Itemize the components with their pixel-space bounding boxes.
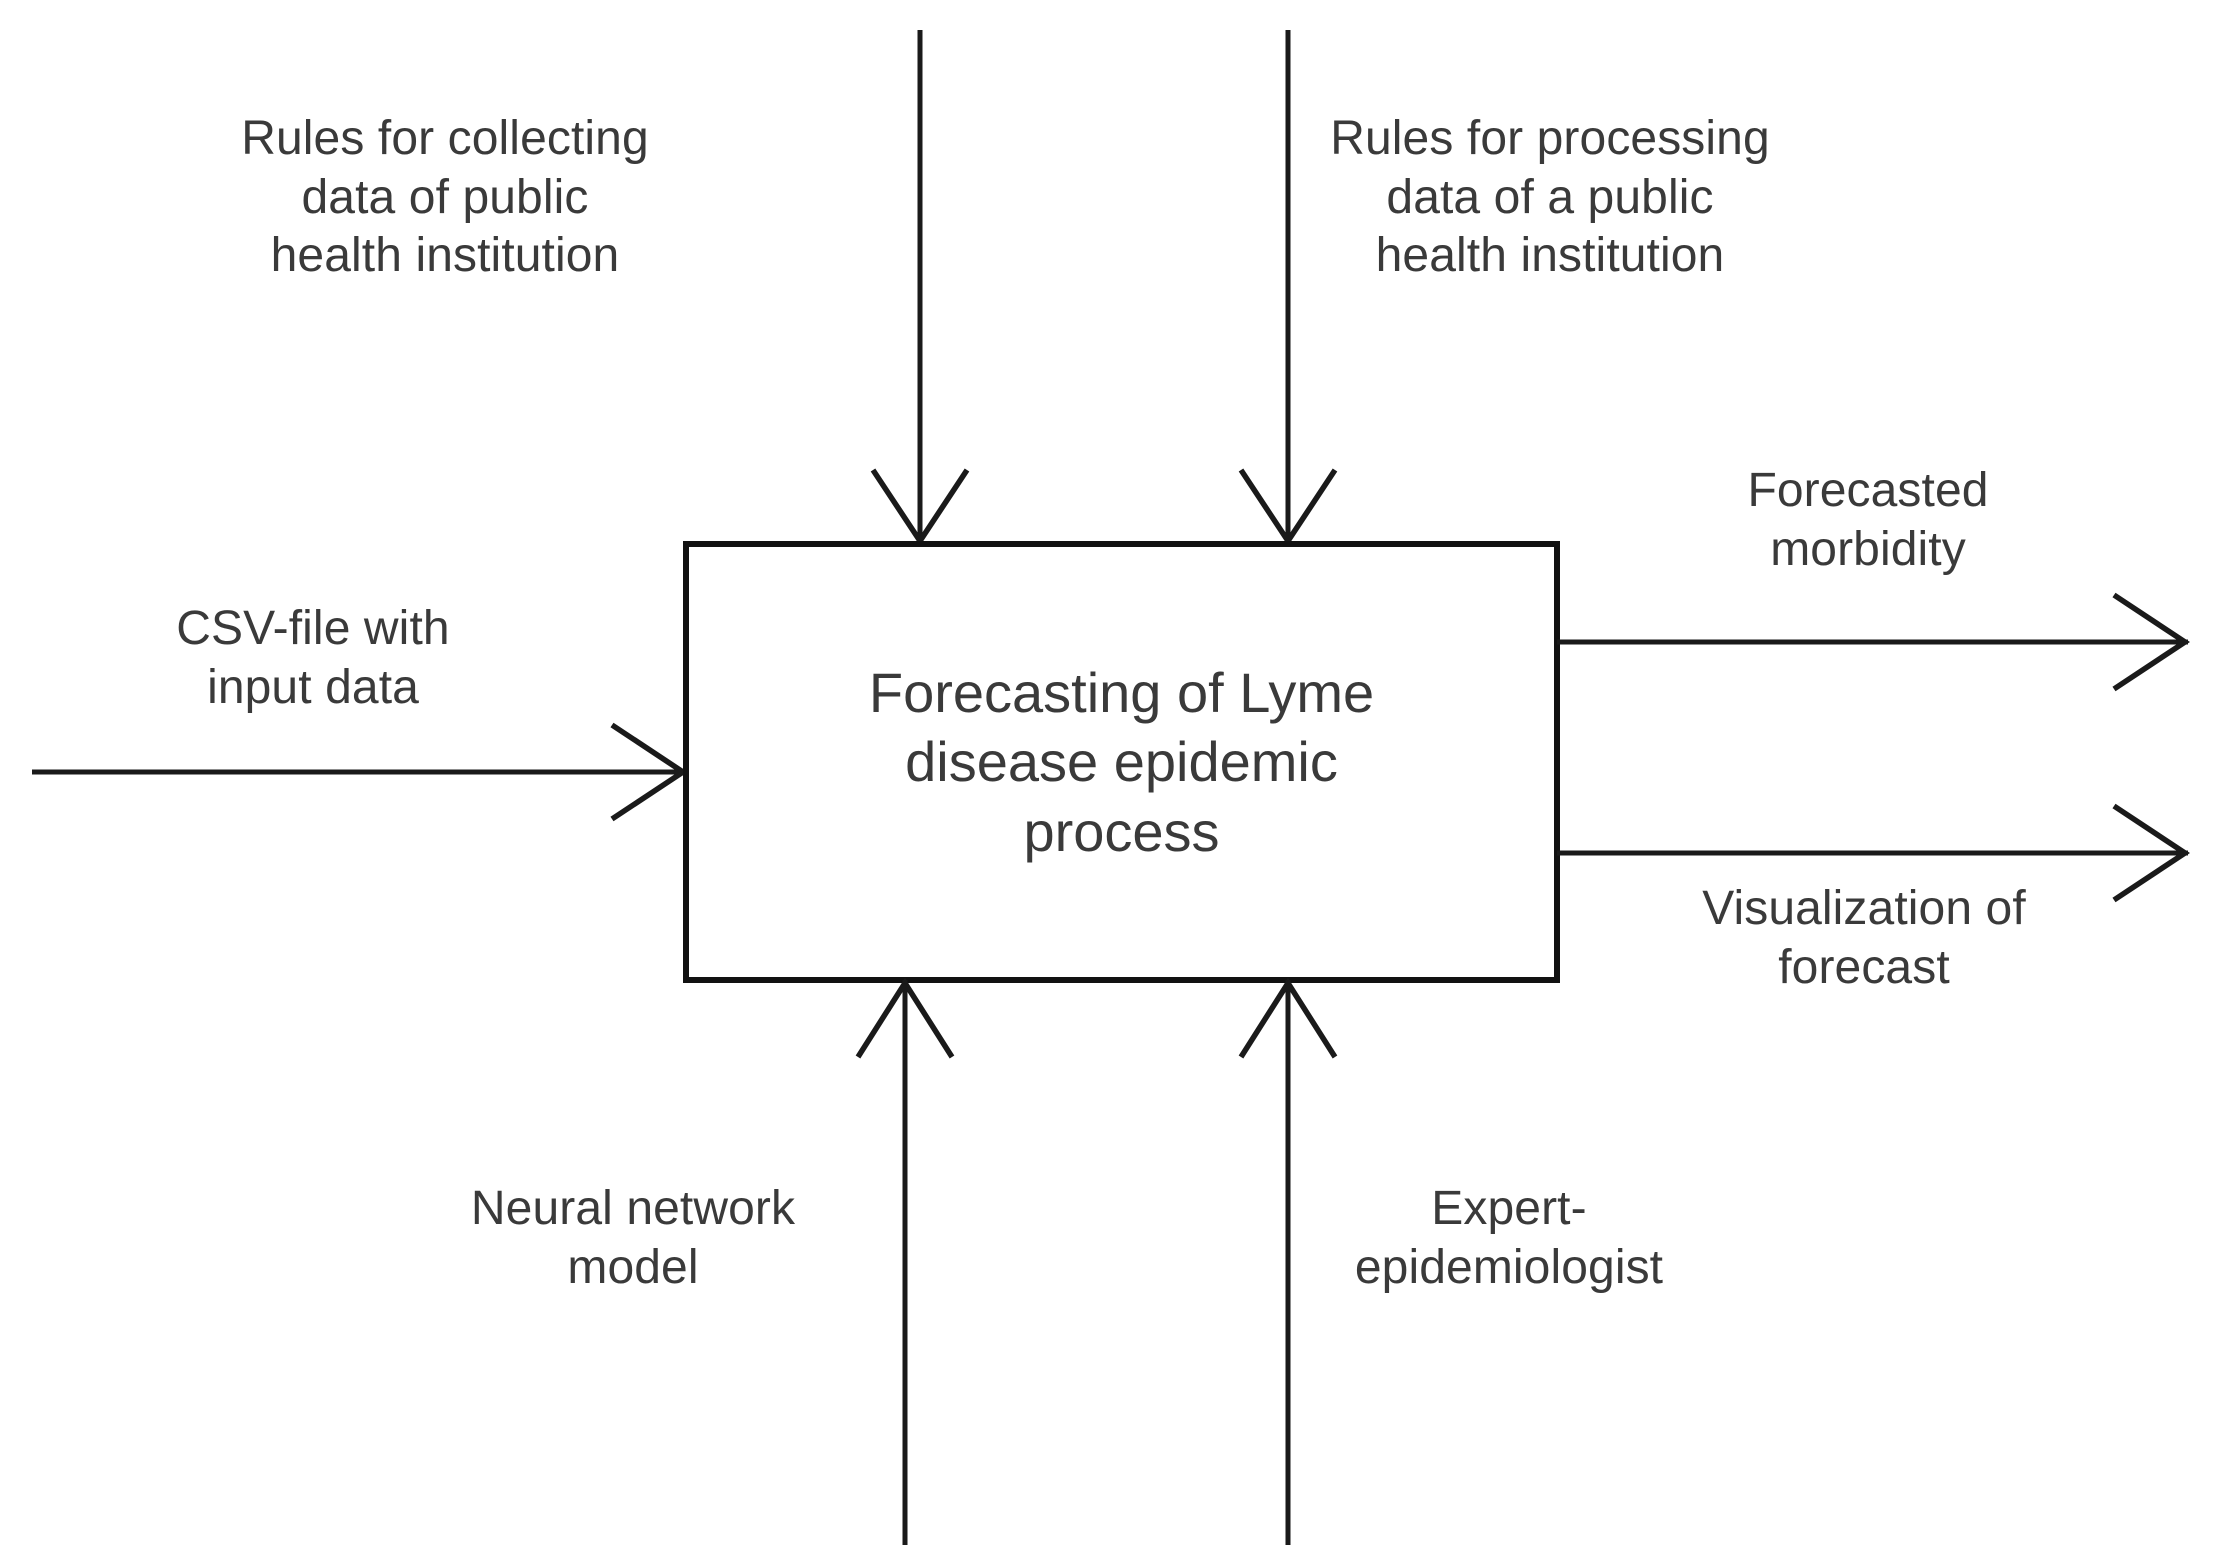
input-label-1: CSV-file with input data [176,602,450,714]
output-arrow-2 [1557,803,2190,903]
output-label-1: Forecasted morbidity [1747,464,1989,576]
mechanism-arrow-2 [1238,977,1338,1545]
mechanism-arrow-1-head [855,977,955,1059]
mechanism-label-2: Expert- epidemiologist [1354,1182,1664,1294]
control-label-1: Rules for collecting data of public heal… [241,112,649,283]
output-arrow-2-head [2112,803,2190,903]
output-arrow-1 [1557,592,2190,692]
control-arrow-2 [1238,30,1338,546]
control-label-2: Rules for processing data of a public he… [1330,112,1770,283]
input-arrow-1 [32,722,688,822]
mechanism-arrow-1 [855,977,955,1545]
mechanism-label-1: Neural network model [470,1182,796,1294]
output-arrow-1-head [2112,592,2190,692]
output-label-2: Visualization of forecast [1702,882,2026,994]
mechanism-arrow-2-head [1238,977,1338,1059]
process-box [683,541,1560,983]
control-arrow-1 [870,30,970,546]
